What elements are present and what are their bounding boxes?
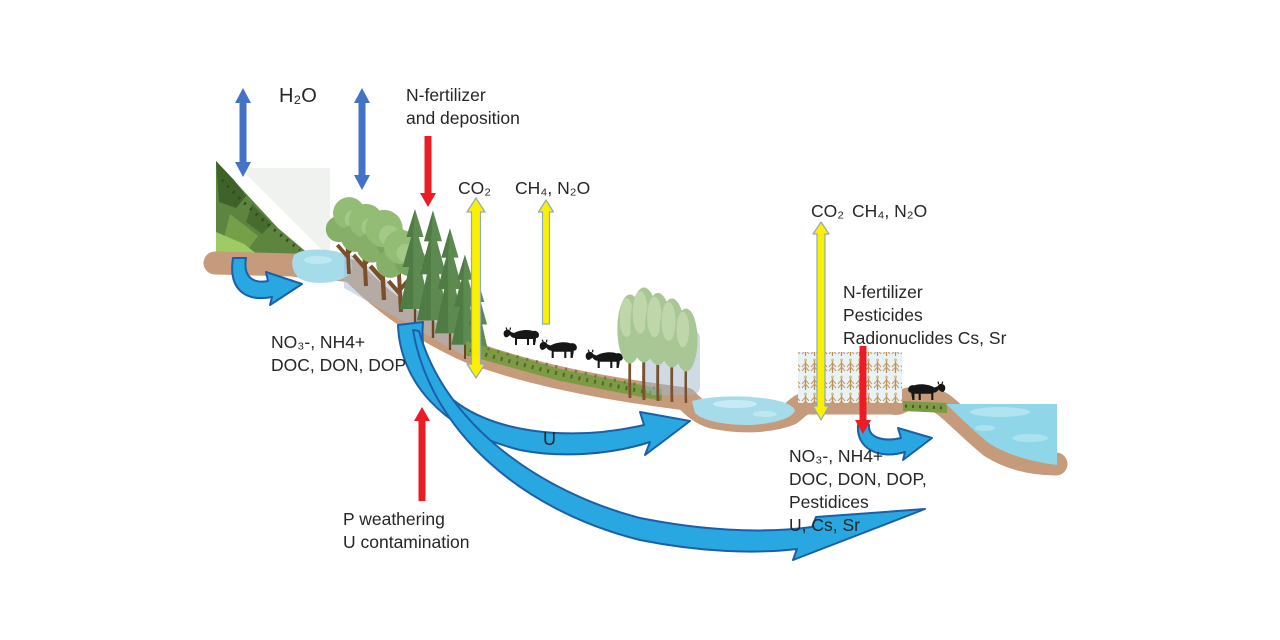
sea <box>946 404 1057 465</box>
coastal-export-line1: NO₃-, NH4+ <box>789 446 884 466</box>
mountain <box>216 161 330 270</box>
cropland-gases-label: CH₄, N₂O <box>852 201 928 221</box>
evapotranspiration-arrow-forest <box>354 88 370 190</box>
wetland-water <box>692 396 795 425</box>
n-deposition-line2: and deposition <box>406 108 520 129</box>
coastal-grass <box>903 401 947 413</box>
agrochemicals-line2: Pesticides <box>843 305 923 326</box>
forest-co2-label: CO₂ <box>458 178 492 198</box>
weathering-line2: U contamination <box>343 532 470 553</box>
hillslope-export-line1: NO₃-, NH4+ <box>271 332 366 352</box>
weathering-arrow <box>414 407 430 501</box>
mountain-pond <box>292 249 352 283</box>
ch4-n2o-emission-arrow-pasture <box>537 199 555 325</box>
coastal-export-line4: U, Cs, Sr <box>789 515 860 536</box>
hillslope-export-label: NO₃-, NH4+ DOC, DON, DOP <box>271 331 406 377</box>
hillslope-export-line2: DOC, DON, DOP <box>271 355 407 376</box>
cropland-leaching-flow-arrow <box>856 424 933 461</box>
pasture <box>466 341 662 401</box>
weathering-line1: P weathering <box>343 509 445 529</box>
agrochemicals-label: N-fertilizer Pesticides Radionuclides Cs… <box>843 281 1006 350</box>
cropland-co2-label: CO₂ <box>811 201 845 221</box>
pasture-gases-label: CH₄, N₂O <box>515 178 591 198</box>
coastal-export-line3: Pestidices <box>789 492 869 513</box>
cropland <box>798 352 902 403</box>
coastal-export-line2: DOC, DON, DOP, <box>789 469 927 490</box>
hillslope-subsurface-flow-arrow <box>231 257 303 306</box>
n-deposition-label: N-fertilizer and deposition <box>406 84 520 130</box>
evapotranspiration-arrow-mountain <box>235 88 251 177</box>
n-deposition-line1: N-fertilizer <box>406 85 486 105</box>
co2-exchange-arrow-forest <box>466 197 486 379</box>
deep-groundwater-flow-arrow-sea <box>412 329 926 561</box>
agrochemicals-line3: Radionuclides Cs, Sr <box>843 328 1007 349</box>
coastal-export-label: NO₃-, NH4+ DOC, DON, DOP, Pestidices U, … <box>789 445 927 537</box>
co2-exchange-arrow-cropland <box>812 221 830 421</box>
agrochemicals-line1: N-fertilizer <box>843 282 923 302</box>
upland-forest <box>323 195 491 369</box>
h2o-label: H₂O <box>279 85 317 107</box>
n-deposition-arrow <box>420 136 436 207</box>
agrochemical-input-arrow <box>855 346 871 434</box>
riparian-forest <box>615 286 700 405</box>
weathering-label: P weathering U contamination <box>343 508 469 554</box>
uranium-label: U <box>543 429 556 449</box>
